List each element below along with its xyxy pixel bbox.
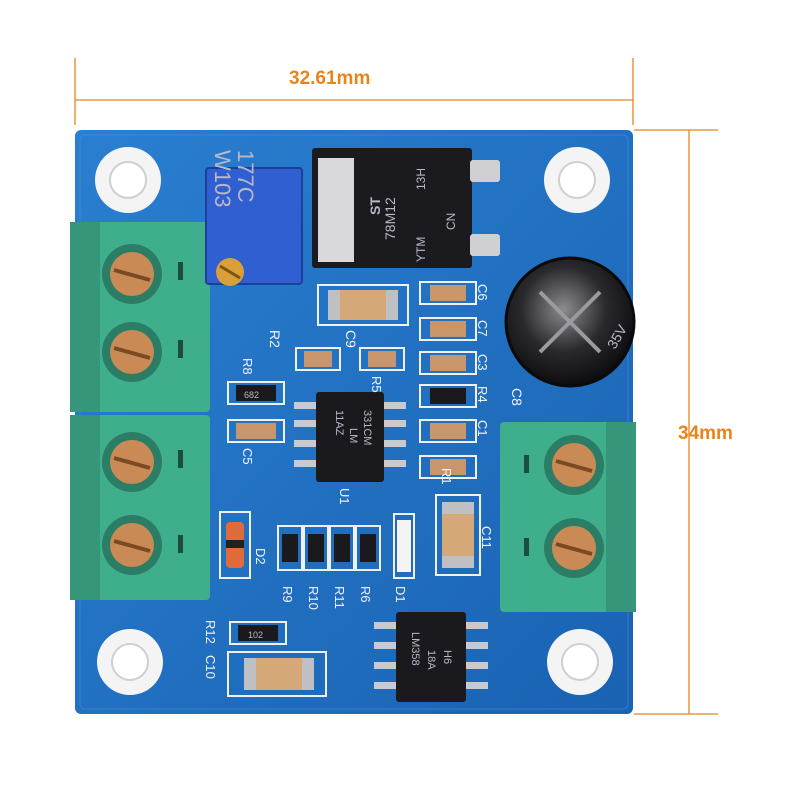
resistor-r12-marking: 102 bbox=[248, 630, 263, 640]
smd-capacitor-c3 bbox=[419, 351, 477, 375]
voltage-regulator bbox=[312, 148, 500, 268]
smd-resistor-r8 bbox=[227, 381, 285, 405]
smd-resistor-r10 bbox=[303, 525, 329, 571]
smd-resistor-r6 bbox=[355, 525, 381, 571]
led-d1 bbox=[393, 513, 415, 579]
silk-r11: R11 bbox=[332, 586, 347, 609]
silk-c6: C6 bbox=[475, 284, 490, 301]
trimpot-code-label: 177C bbox=[233, 150, 258, 203]
op-amp-marking-2: 331CM bbox=[361, 410, 373, 445]
silk-c3: C3 bbox=[475, 354, 490, 371]
mounting-hole-top-left bbox=[95, 147, 161, 213]
regulator-marking-2: YTM bbox=[414, 237, 428, 262]
smd-capacitor-c9 bbox=[317, 284, 409, 326]
silk-d2: D2 bbox=[253, 548, 268, 565]
silk-r12: R12 bbox=[203, 620, 218, 644]
smd-capacitor-c6 bbox=[419, 281, 477, 305]
silk-u1: U1 bbox=[337, 488, 352, 505]
mounting-hole-bottom-left bbox=[97, 629, 163, 695]
op-amp-lm358 bbox=[374, 612, 488, 702]
terminal-block-left-top bbox=[70, 222, 210, 412]
silk-c1: C1 bbox=[475, 420, 490, 437]
regulator-logo: ST bbox=[367, 197, 383, 215]
silk-r4: R4 bbox=[475, 386, 490, 403]
silk-c5: C5 bbox=[240, 448, 255, 465]
regulator-marking-4: CN bbox=[444, 213, 458, 230]
smd-capacitor-c11 bbox=[435, 494, 481, 576]
height-dimension-label: 34mm bbox=[678, 423, 733, 444]
smd-capacitor-upper bbox=[295, 347, 341, 371]
silk-r9: R9 bbox=[280, 586, 295, 603]
width-dimension-label: 32.61mm bbox=[289, 68, 371, 89]
silk-d1: D1 bbox=[393, 586, 408, 603]
lm358-marking-3: H6 bbox=[441, 650, 453, 664]
smd-resistor-r4 bbox=[419, 384, 477, 408]
smd-resistor-r11 bbox=[329, 525, 355, 571]
smd-capacitor-c2 bbox=[419, 455, 477, 479]
silk-r5: R5 bbox=[369, 376, 384, 393]
trimpot bbox=[205, 167, 303, 285]
lm358-marking-1: LM358 bbox=[409, 632, 421, 666]
terminal-block-right bbox=[500, 422, 636, 612]
silk-r10: R10 bbox=[306, 586, 321, 610]
electrolytic-capacitor-c8 bbox=[504, 256, 636, 388]
regulator-marking-1: 78M12 bbox=[382, 197, 398, 240]
silk-c11: C11 bbox=[479, 526, 494, 549]
silk-r6: R6 bbox=[358, 586, 373, 603]
smd-resistor-r9 bbox=[277, 525, 303, 571]
silk-c8: C8 bbox=[509, 388, 525, 406]
trimpot-value-label: W103 bbox=[210, 150, 235, 207]
diode-d2 bbox=[219, 511, 251, 579]
smd-capacitor-c10 bbox=[227, 651, 327, 697]
mounting-hole-top-right bbox=[544, 147, 610, 213]
lm358-marking-2: 18A bbox=[425, 650, 437, 670]
regulator-marking-3: 13H bbox=[414, 168, 428, 190]
op-amp-marking-3: 11AZ bbox=[333, 410, 345, 436]
terminal-block-left-bottom bbox=[70, 415, 210, 600]
smd-capacitor-c5 bbox=[227, 419, 285, 443]
smd-resistor-r12 bbox=[229, 621, 287, 645]
silk-r1: R1 bbox=[439, 468, 454, 485]
op-amp-marking-1: LM bbox=[347, 428, 359, 443]
silk-c10: C10 bbox=[203, 655, 218, 679]
silk-r8: R8 bbox=[240, 358, 255, 375]
silk-c9: C9 bbox=[343, 330, 359, 348]
silk-r2: R2 bbox=[267, 330, 283, 348]
mounting-hole-bottom-right bbox=[547, 629, 613, 695]
smd-capacitor-mid bbox=[359, 347, 405, 371]
silk-c7: C7 bbox=[475, 320, 490, 337]
smd-capacitor-c1 bbox=[419, 419, 477, 443]
smd-capacitor-c7 bbox=[419, 317, 477, 341]
resistor-r8-marking: 682 bbox=[244, 390, 259, 400]
op-amp-u1 bbox=[294, 392, 406, 482]
